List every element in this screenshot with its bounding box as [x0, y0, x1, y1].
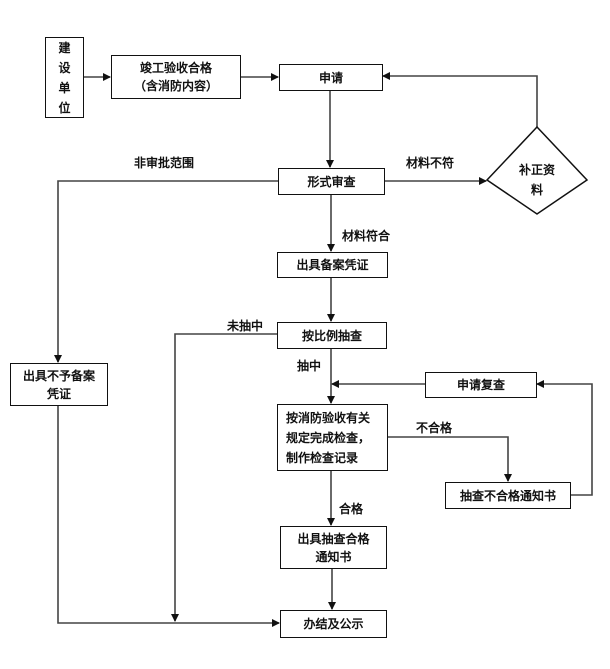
inspection-line: 制作检查记录 — [286, 450, 359, 465]
supplement-diamond — [485, 125, 589, 215]
node-fail-notice: 抽查不合格通知书 — [445, 482, 571, 509]
builder-char: 单 — [58, 80, 71, 95]
node-apply: 申请 — [279, 64, 383, 91]
edge-fail-reapply — [536, 380, 593, 496]
reapply-text: 申请复查 — [456, 378, 505, 392]
completion-line: （含消防内容） — [133, 79, 218, 93]
completion-line: 竣工验收合格 — [139, 61, 212, 75]
inspection-line: 按消防验收有关 — [286, 410, 371, 425]
node-completion: 竣工验收合格 （含消防内容） — [111, 55, 241, 99]
builder-char: 设 — [58, 60, 71, 75]
node-builder: 建 设 单 位 — [45, 37, 84, 118]
inspection-line: 规定完成检查， — [286, 430, 371, 445]
node-pass-notice: 出具抽查合格 通知书 — [280, 526, 387, 569]
node-inspection: 按消防验收有关 规定完成检查， 制作检查记录 — [277, 404, 388, 471]
fail-notice-text: 抽查不合格通知书 — [459, 488, 556, 503]
label-material-match: 材料符合 — [342, 229, 391, 243]
sampling-text: 按比例抽查 — [301, 328, 362, 343]
apply-text: 申请 — [318, 70, 343, 85]
pass-notice-line: 出具抽查合格 — [297, 531, 370, 546]
supplement-line: 补正资 — [518, 163, 555, 177]
edge-formal-reject — [54, 180, 278, 363]
reject-record-line: 凭证 — [46, 386, 71, 401]
node-supplement: 补正资 料 — [507, 160, 567, 200]
issue-record-text: 出具备案凭证 — [296, 258, 369, 272]
finish-text: 办结及公示 — [303, 617, 364, 631]
builder-char: 建 — [58, 40, 71, 55]
pass-notice-line: 通知书 — [315, 549, 352, 564]
label-material-mismatch: 材料不符 — [406, 156, 455, 170]
label-not-in-scope: 非审批范围 — [134, 156, 195, 170]
node-sampling: 按比例抽查 — [277, 322, 387, 349]
node-formal-review: 形式审查 — [278, 168, 385, 195]
node-finish: 办结及公示 — [280, 610, 387, 638]
reject-record-line: 出具不予备案 — [22, 368, 95, 383]
label-failed: 不合格 — [416, 421, 453, 435]
node-reapply: 申请复查 — [425, 372, 537, 398]
node-issue-record: 出具备案凭证 — [277, 252, 388, 278]
supplement-line: 料 — [530, 183, 543, 197]
node-reject-record: 出具不予备案 凭证 — [10, 363, 108, 406]
label-not-sampled: 未抽中 — [227, 319, 264, 333]
edge-inspection-fail — [387, 436, 512, 482]
label-sampled: 抽中 — [297, 359, 322, 373]
edge-reject-finish — [57, 405, 280, 627]
formal-review-text: 形式审查 — [307, 174, 356, 189]
builder-char: 位 — [58, 100, 71, 115]
edge-supplement-apply — [382, 72, 538, 127]
label-passed: 合格 — [339, 502, 364, 516]
edge-sampling-notsampled — [171, 333, 277, 622]
